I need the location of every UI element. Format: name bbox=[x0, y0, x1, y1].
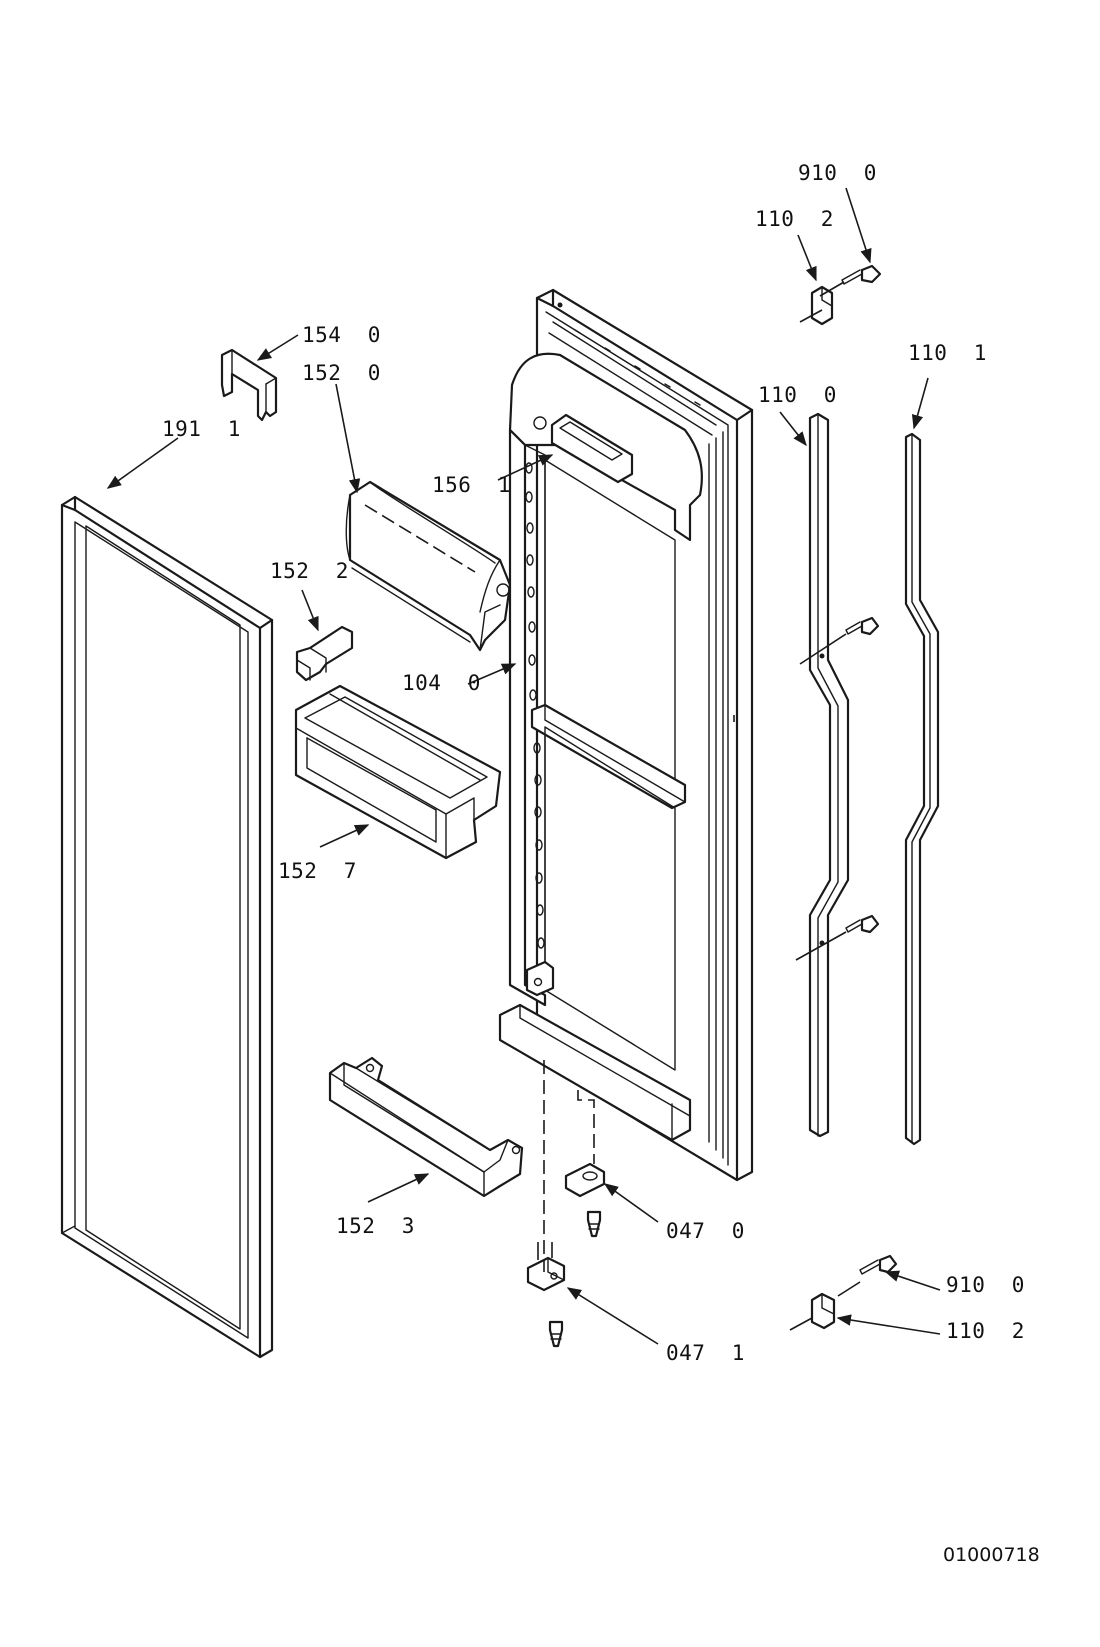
hinge-cam-part bbox=[564, 1162, 606, 1198]
callout-154-0: 154 0 bbox=[302, 323, 381, 347]
small-bracket-part bbox=[295, 625, 354, 682]
bottom-hinge-block-part bbox=[526, 1256, 566, 1292]
callout-110-2-bottom: 110 2 bbox=[946, 1319, 1025, 1343]
leader-arrows bbox=[106, 187, 941, 1345]
callout-152-0: 152 0 bbox=[302, 361, 381, 385]
callout-152-3: 152 3 bbox=[336, 1214, 415, 1238]
bottom-screw-part bbox=[859, 1254, 898, 1275]
callout-152-7: 152 7 bbox=[278, 859, 357, 883]
callout-156-1: 156 1 bbox=[432, 473, 511, 497]
top-hinge-cap-part bbox=[799, 285, 834, 326]
callout-110-1: 110 1 bbox=[908, 341, 987, 365]
hinge-rail-part bbox=[808, 412, 850, 1138]
callout-191-1: 191 1 bbox=[162, 417, 241, 441]
door-liner-part bbox=[498, 288, 754, 1182]
bottom-hinge-screw-part bbox=[548, 1320, 564, 1348]
hinge-strip-part bbox=[904, 432, 940, 1146]
door-bin-part bbox=[294, 684, 502, 860]
callout-047-1: 047 1 bbox=[666, 1341, 745, 1365]
alignment-line bbox=[537, 1242, 553, 1260]
bottom-hinge-cap-part bbox=[789, 1281, 861, 1331]
callout-110-0: 110 0 bbox=[758, 383, 837, 407]
shelf-cover-part bbox=[345, 480, 512, 652]
clip-part bbox=[220, 348, 278, 422]
top-screw-part bbox=[819, 264, 882, 297]
callout-104-0: 104 0 bbox=[402, 671, 481, 695]
rail-screw-upper-part bbox=[799, 616, 880, 665]
door-gasket-part bbox=[60, 495, 274, 1359]
rail-screw-lower-part bbox=[795, 914, 880, 961]
hinge-cam-screw-part bbox=[586, 1210, 602, 1238]
document-id: 01000718 bbox=[943, 1544, 1040, 1566]
alignment-line bbox=[577, 1090, 595, 1164]
callout-047-0: 047 0 bbox=[666, 1219, 745, 1243]
callout-910-0-top: 910 0 bbox=[798, 161, 877, 185]
callout-110-2-top: 110 2 bbox=[755, 207, 834, 231]
bottom-door-bin-part bbox=[328, 1056, 524, 1198]
callout-152-2: 152 2 bbox=[270, 559, 349, 583]
callout-910-0-bottom: 910 0 bbox=[946, 1273, 1025, 1297]
